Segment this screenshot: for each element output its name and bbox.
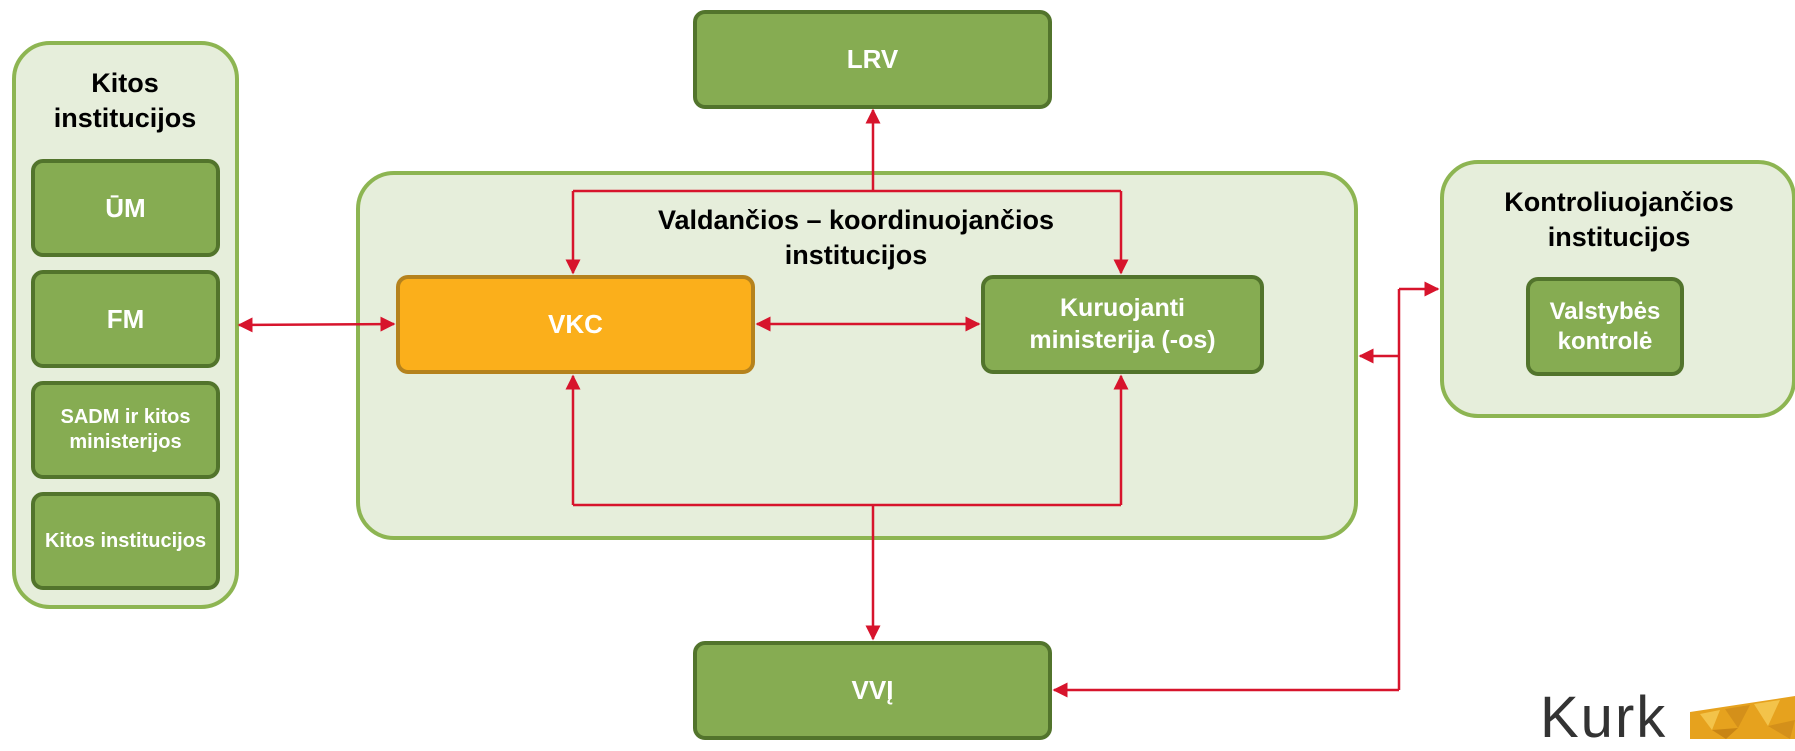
box-state-control: Valstybės kontrolė <box>1526 277 1684 376</box>
box-um: ŪM <box>31 159 220 257</box>
kurk-logo: Kurk <box>1540 685 1795 750</box>
right-group-title: Kontroliuojančios institucijos <box>1504 187 1734 253</box>
box-sadm: SADM ir kitos ministerijos <box>31 381 220 479</box>
logo-mosaic-icon <box>1690 696 1795 739</box>
box-vkc: VKC <box>396 275 755 374</box>
box-fm: FM <box>31 270 220 368</box>
box-lrv: LRV <box>693 10 1052 109</box>
center-group-title: Valdančios – koordinuojančios institucij… <box>657 205 1055 271</box>
box-vvi: VVĮ <box>693 641 1052 740</box>
box-ministry: Kuruojanti ministerija (-os) <box>981 275 1264 374</box>
left-group-title: Kitos institucijos <box>53 68 197 134</box>
box-other-institutions: Kitos institucijos <box>31 492 220 590</box>
arrow-left-group-vkc <box>237 316 396 333</box>
